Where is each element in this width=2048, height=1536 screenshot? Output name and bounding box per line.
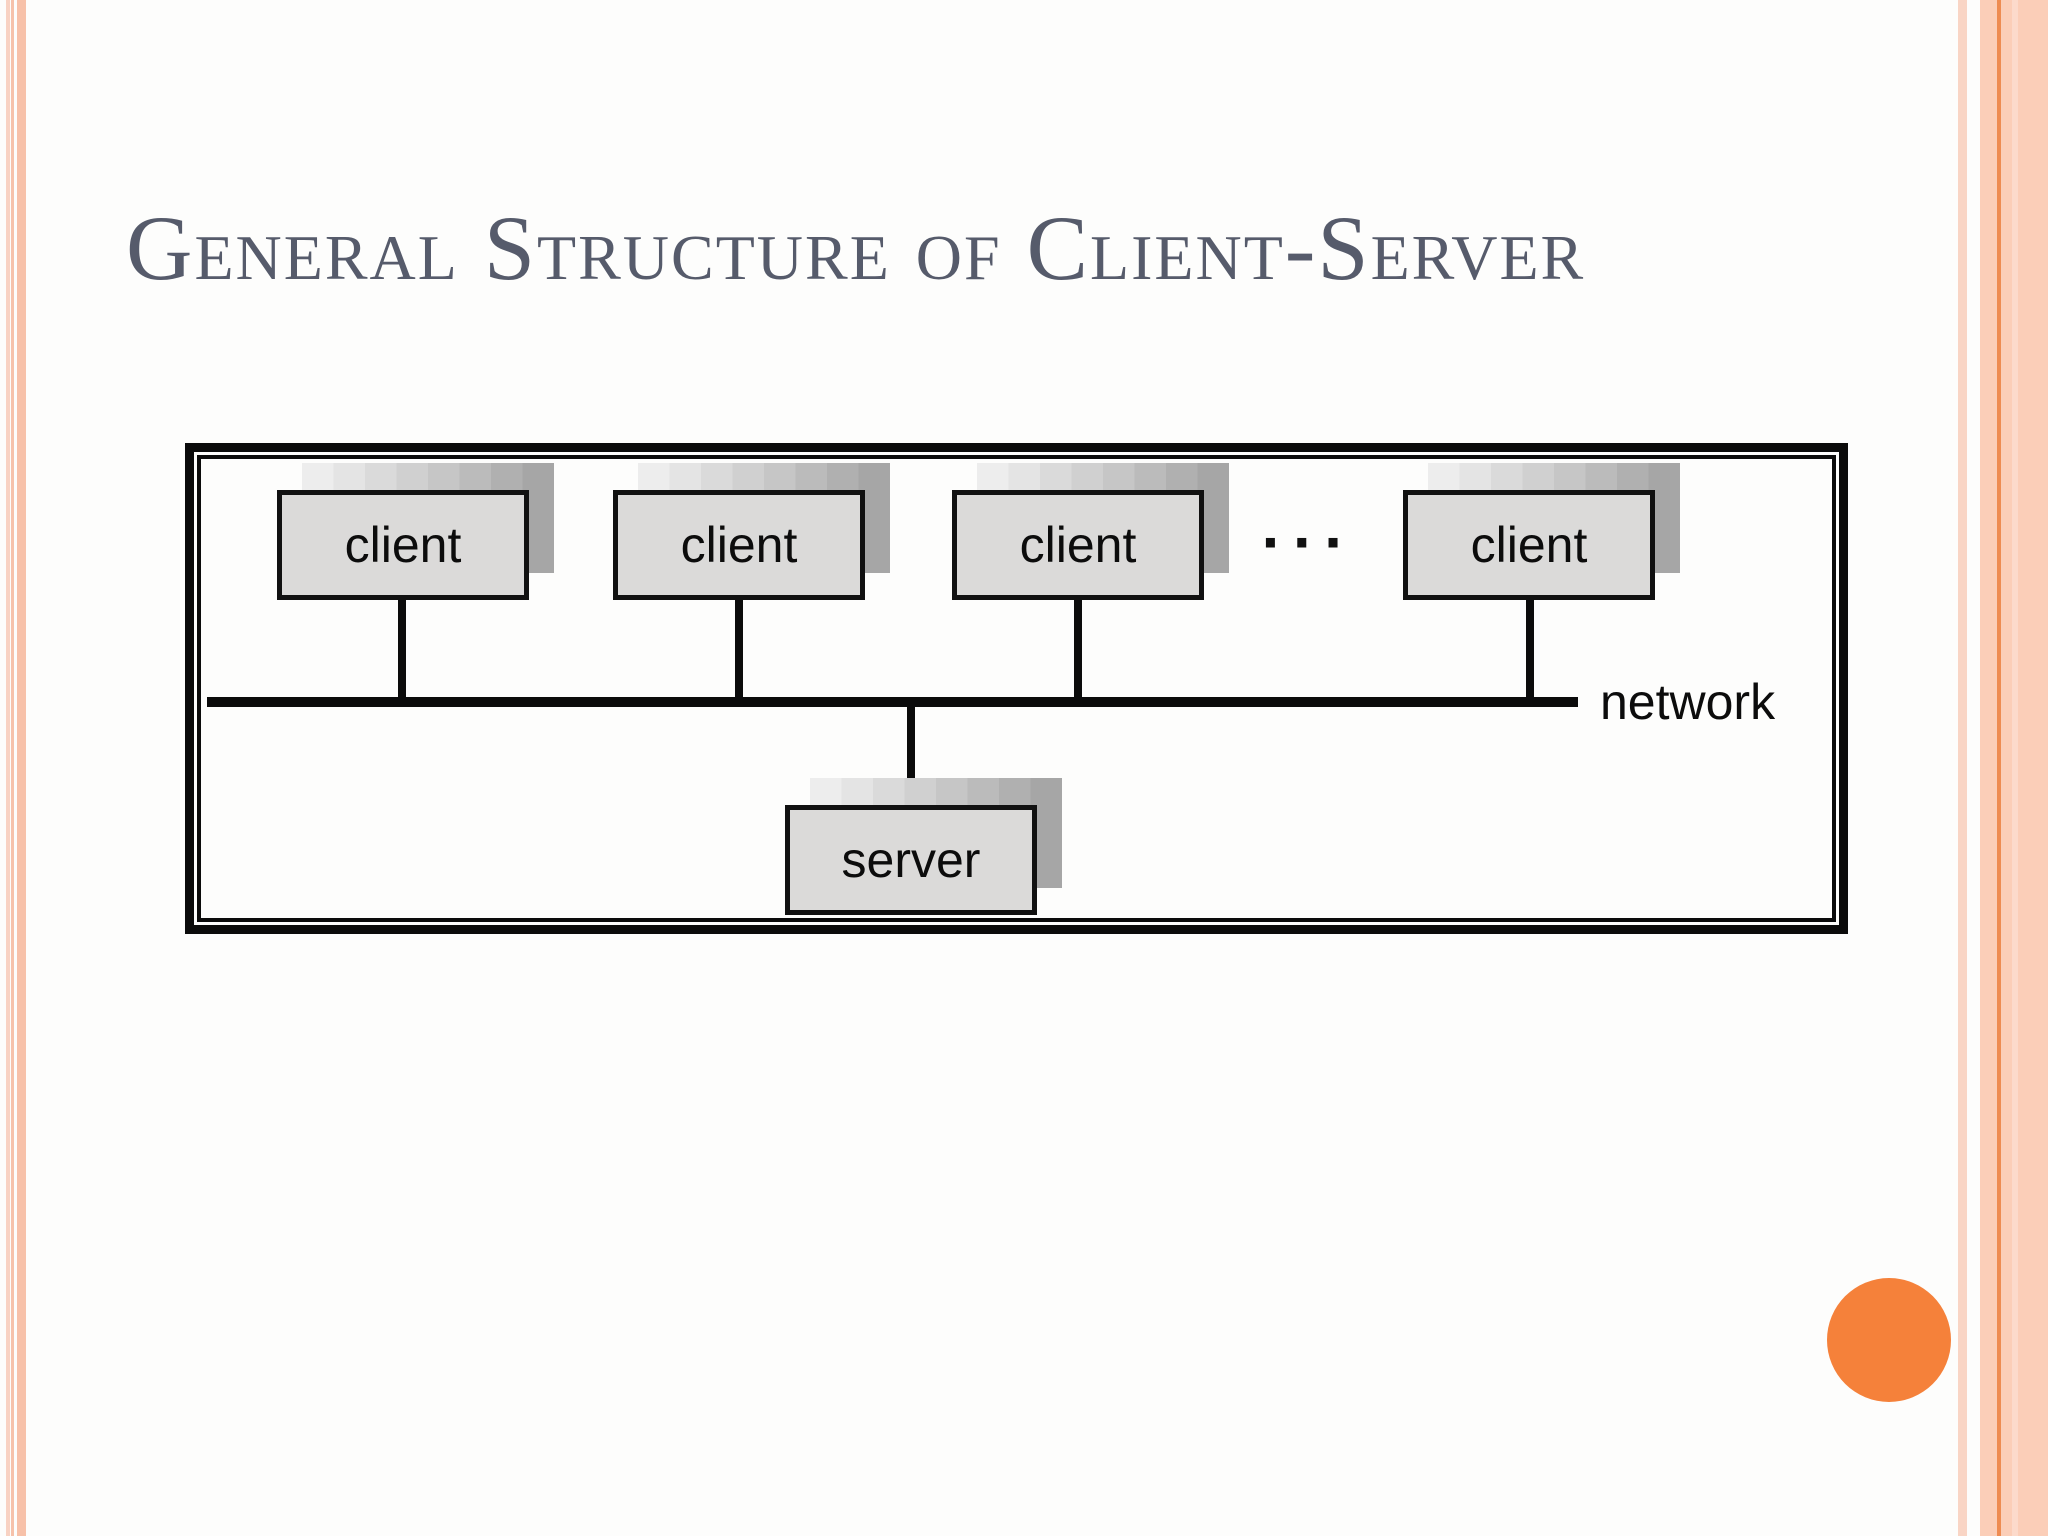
server-node: server [785,805,1037,915]
network-label: network [1600,674,1776,730]
client-node-2: client [613,490,865,600]
client-node-label: client [344,517,462,573]
client-node-4: client [1403,490,1655,600]
connector-client2 [735,595,743,705]
client-node-label: client [1470,517,1588,573]
server-node-label: server [841,832,981,888]
connector-server [907,700,915,810]
diagram-frame-outer [185,443,1848,934]
client-node-label: client [1019,517,1137,573]
right-band-orange-line [1997,0,2001,1536]
connector-client1 [398,595,406,705]
client-node-3: client [952,490,1204,600]
more-clients-ellipsis: ··· [1261,506,1356,578]
connector-client4 [1526,595,1534,705]
client-node-1: client [277,490,529,600]
left-stripe-wide [17,0,26,1536]
right-band-light-line [2012,0,2018,1536]
network-line [207,697,1578,707]
right-stripe-thin [1958,0,1967,1536]
slide-title: General Structure of Client-Server [126,197,1586,299]
left-stripe-medium [11,0,14,1536]
accent-circle [1827,1278,1951,1402]
client-node-label: client [680,517,798,573]
diagram-frame-inner [197,455,1836,922]
left-stripe-thin [6,0,10,1536]
connector-client3 [1074,595,1082,705]
